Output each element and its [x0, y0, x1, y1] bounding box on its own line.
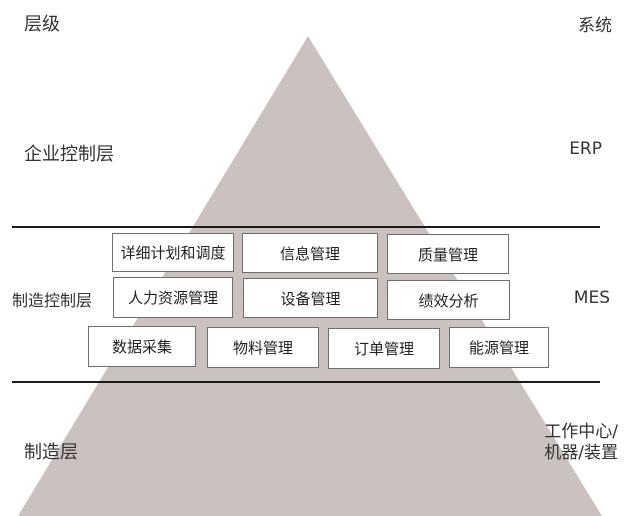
module-performance-analysis: 绩效分析: [387, 280, 510, 320]
module-detailed-scheduling: 详细计划和调度: [112, 233, 234, 272]
upper-divider: [12, 226, 600, 228]
work-center-system-label: 工作中心/ 机器/装置: [544, 422, 618, 464]
work-center-system-line2: 机器/装置: [544, 443, 618, 463]
mes-system-label: MES: [573, 288, 610, 308]
module-human-resources: 人力资源管理: [113, 277, 233, 318]
manufacturing-control-layer-label: 制造控制层: [12, 291, 93, 310]
module-information-management: 信息管理: [242, 233, 378, 273]
module-order-management: 订单管理: [328, 328, 440, 369]
pyramid-triangle: [18, 36, 602, 516]
manufacturing-layer-label: 制造层: [24, 442, 78, 463]
lower-divider: [12, 381, 600, 383]
work-center-system-line1: 工作中心/: [544, 422, 618, 442]
level-heading: 层级: [24, 14, 60, 35]
module-quality-management: 质量管理: [387, 234, 509, 274]
enterprise-layer-label: 企业控制层: [24, 144, 114, 165]
module-equipment-management: 设备管理: [243, 278, 378, 318]
module-energy-management: 能源管理: [449, 327, 549, 368]
module-data-collection: 数据采集: [88, 326, 196, 367]
erp-system-label: ERP: [569, 139, 602, 159]
system-heading: 系统: [578, 16, 612, 36]
module-material-management: 物料管理: [207, 327, 319, 368]
